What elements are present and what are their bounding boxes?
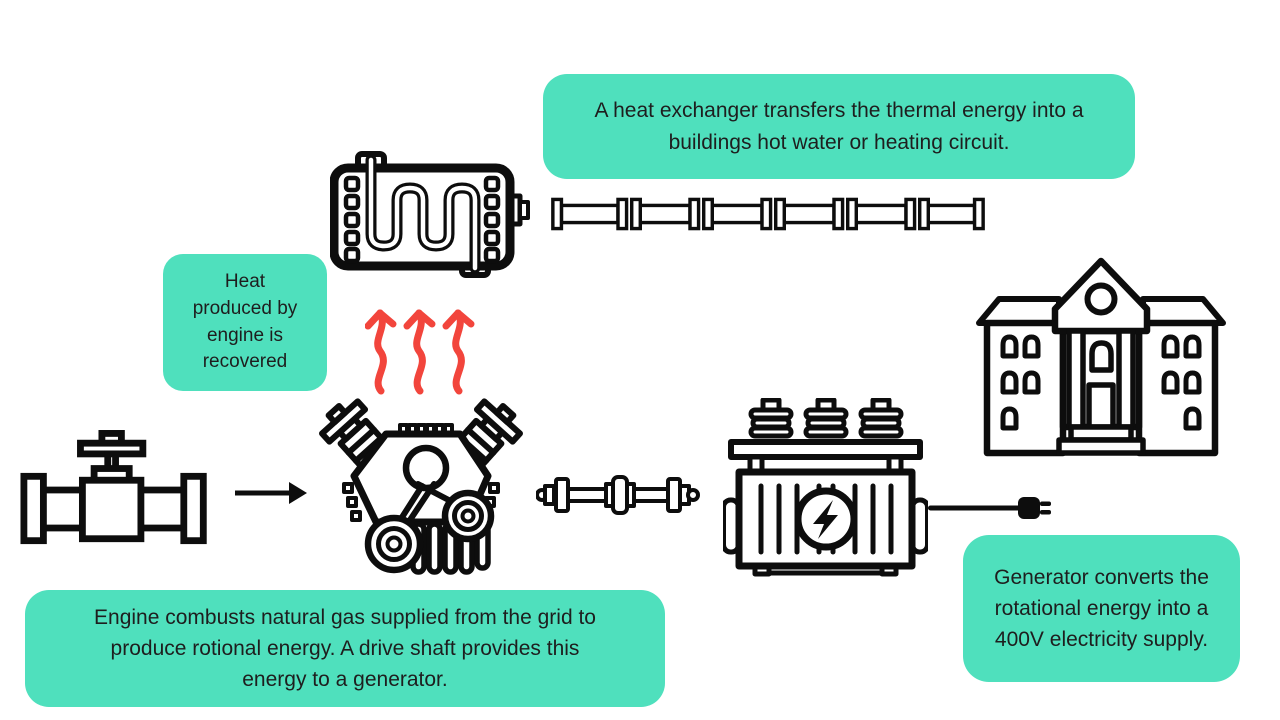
callout-heat-exchanger-text: A heat exchanger transfers the thermal e… [594,99,1084,154]
heat-rising-arrows-icon [365,293,480,395]
callout-engine-text: Engine combusts natural gas supplied fro… [94,605,596,692]
callout-heat-recovered: Heat produced by engine is recovered [163,254,327,391]
generator-icon [723,398,928,578]
callout-engine: Engine combusts natural gas supplied fro… [25,590,665,707]
drive-shaft-icon [536,474,700,516]
power-cord-plug-icon [928,493,1052,523]
callout-heat-exchanger: A heat exchanger transfers the thermal e… [543,74,1135,179]
heating-pipes-icon [514,196,1022,232]
gas-valve-icon [20,430,215,548]
flow-arrow-icon [233,479,309,507]
callout-heat-recovered-text: Heat produced by engine is recovered [192,270,298,373]
building-icon [975,253,1227,459]
callout-generator-text: Generator converts the rotational energy… [994,565,1209,652]
callout-generator: Generator converts the rotational energy… [963,535,1240,682]
heat-exchanger-icon [330,148,530,282]
engine-icon [318,396,524,578]
